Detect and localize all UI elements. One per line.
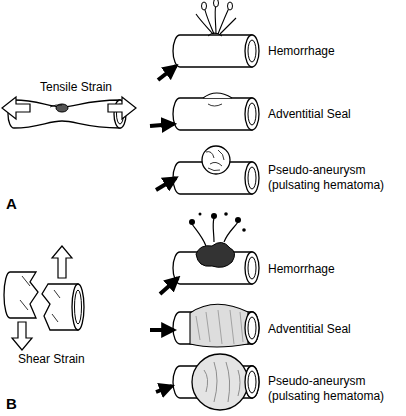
shear-arrows bbox=[12, 246, 72, 350]
panel-letter: A bbox=[6, 196, 36, 211]
pointer-arrow bbox=[150, 66, 176, 190]
vessel-pseudo-aneurysm bbox=[173, 354, 259, 410]
pointer-arrow bbox=[150, 278, 178, 392]
text-label: Adventitial Seal bbox=[268, 107, 398, 122]
text-label: Hemorrhage bbox=[268, 44, 398, 59]
text-label: Adventitial Seal bbox=[268, 322, 398, 337]
text-label: Pseudo-aneurysm (pulsating hematoma) bbox=[268, 163, 392, 193]
text-label: Shear Strain bbox=[18, 352, 128, 367]
vessel-pseudo-aneurysm bbox=[173, 146, 259, 194]
vessel-hemorrhage bbox=[173, 212, 259, 284]
text-label: Tensile Strain bbox=[40, 80, 150, 95]
tensile-double-arrow bbox=[2, 97, 136, 119]
vessel-adventitial-seal bbox=[173, 93, 259, 130]
vessel-hemorrhage bbox=[173, 0, 259, 67]
text-label: Hemorrhage bbox=[268, 262, 398, 277]
panel-letter: B bbox=[6, 396, 36, 411]
shear-vessel bbox=[4, 272, 84, 330]
vessel-adventitial-seal bbox=[173, 304, 259, 347]
text-label: Pseudo-aneurysm (pulsating hematoma) bbox=[268, 374, 392, 404]
